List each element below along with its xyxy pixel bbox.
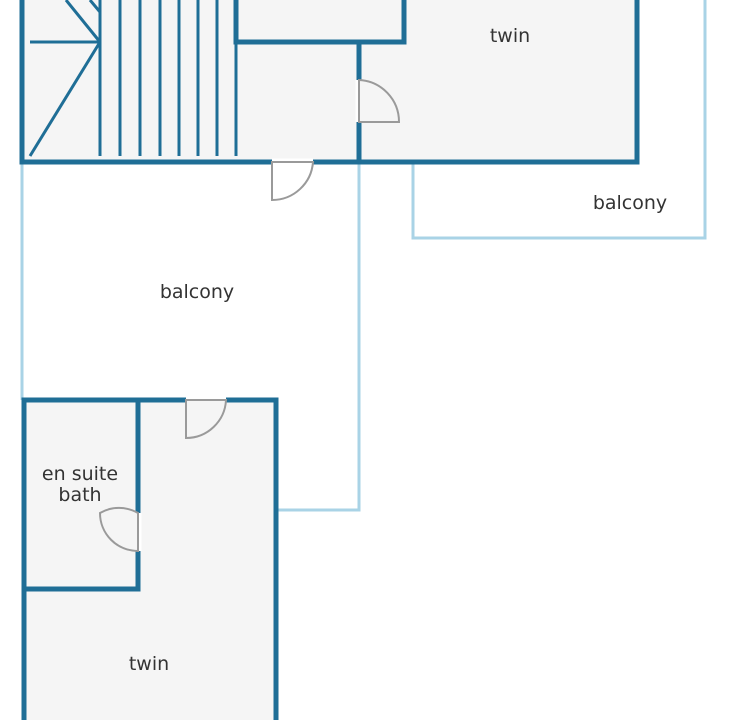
room-fills bbox=[22, 0, 637, 720]
twin-bottom-fill bbox=[22, 400, 276, 720]
balcony-middle-outline-right bbox=[276, 162, 361, 512]
stair-hall-fill bbox=[22, 0, 360, 162]
balcony-right-outline bbox=[411, 0, 707, 240]
label-twin-bottom: twin bbox=[129, 653, 169, 675]
staircase bbox=[28, 0, 238, 157]
balcony-outlines bbox=[20, 0, 707, 512]
wall-en-suite bbox=[21, 397, 141, 592]
door-en-suite bbox=[98, 506, 139, 553]
door-twin-bottom bbox=[185, 399, 228, 440]
label-twin-top: twin bbox=[490, 25, 530, 47]
door-twin-top bbox=[358, 78, 401, 123]
label-bath: bath bbox=[58, 484, 101, 506]
wall-top-block bbox=[19, 0, 640, 165]
label-balcony-right: balcony bbox=[593, 192, 667, 214]
label-en-suite: en suite bbox=[42, 463, 118, 485]
room-labels: twin balcony balcony en suite bath twin bbox=[42, 25, 667, 675]
label-balcony-middle: balcony bbox=[160, 281, 234, 303]
wall-upper-room bbox=[233, 0, 407, 45]
walls bbox=[19, 0, 640, 720]
doors bbox=[98, 78, 401, 553]
wall-bottom-block bbox=[21, 397, 279, 720]
door-balcony bbox=[271, 161, 315, 202]
